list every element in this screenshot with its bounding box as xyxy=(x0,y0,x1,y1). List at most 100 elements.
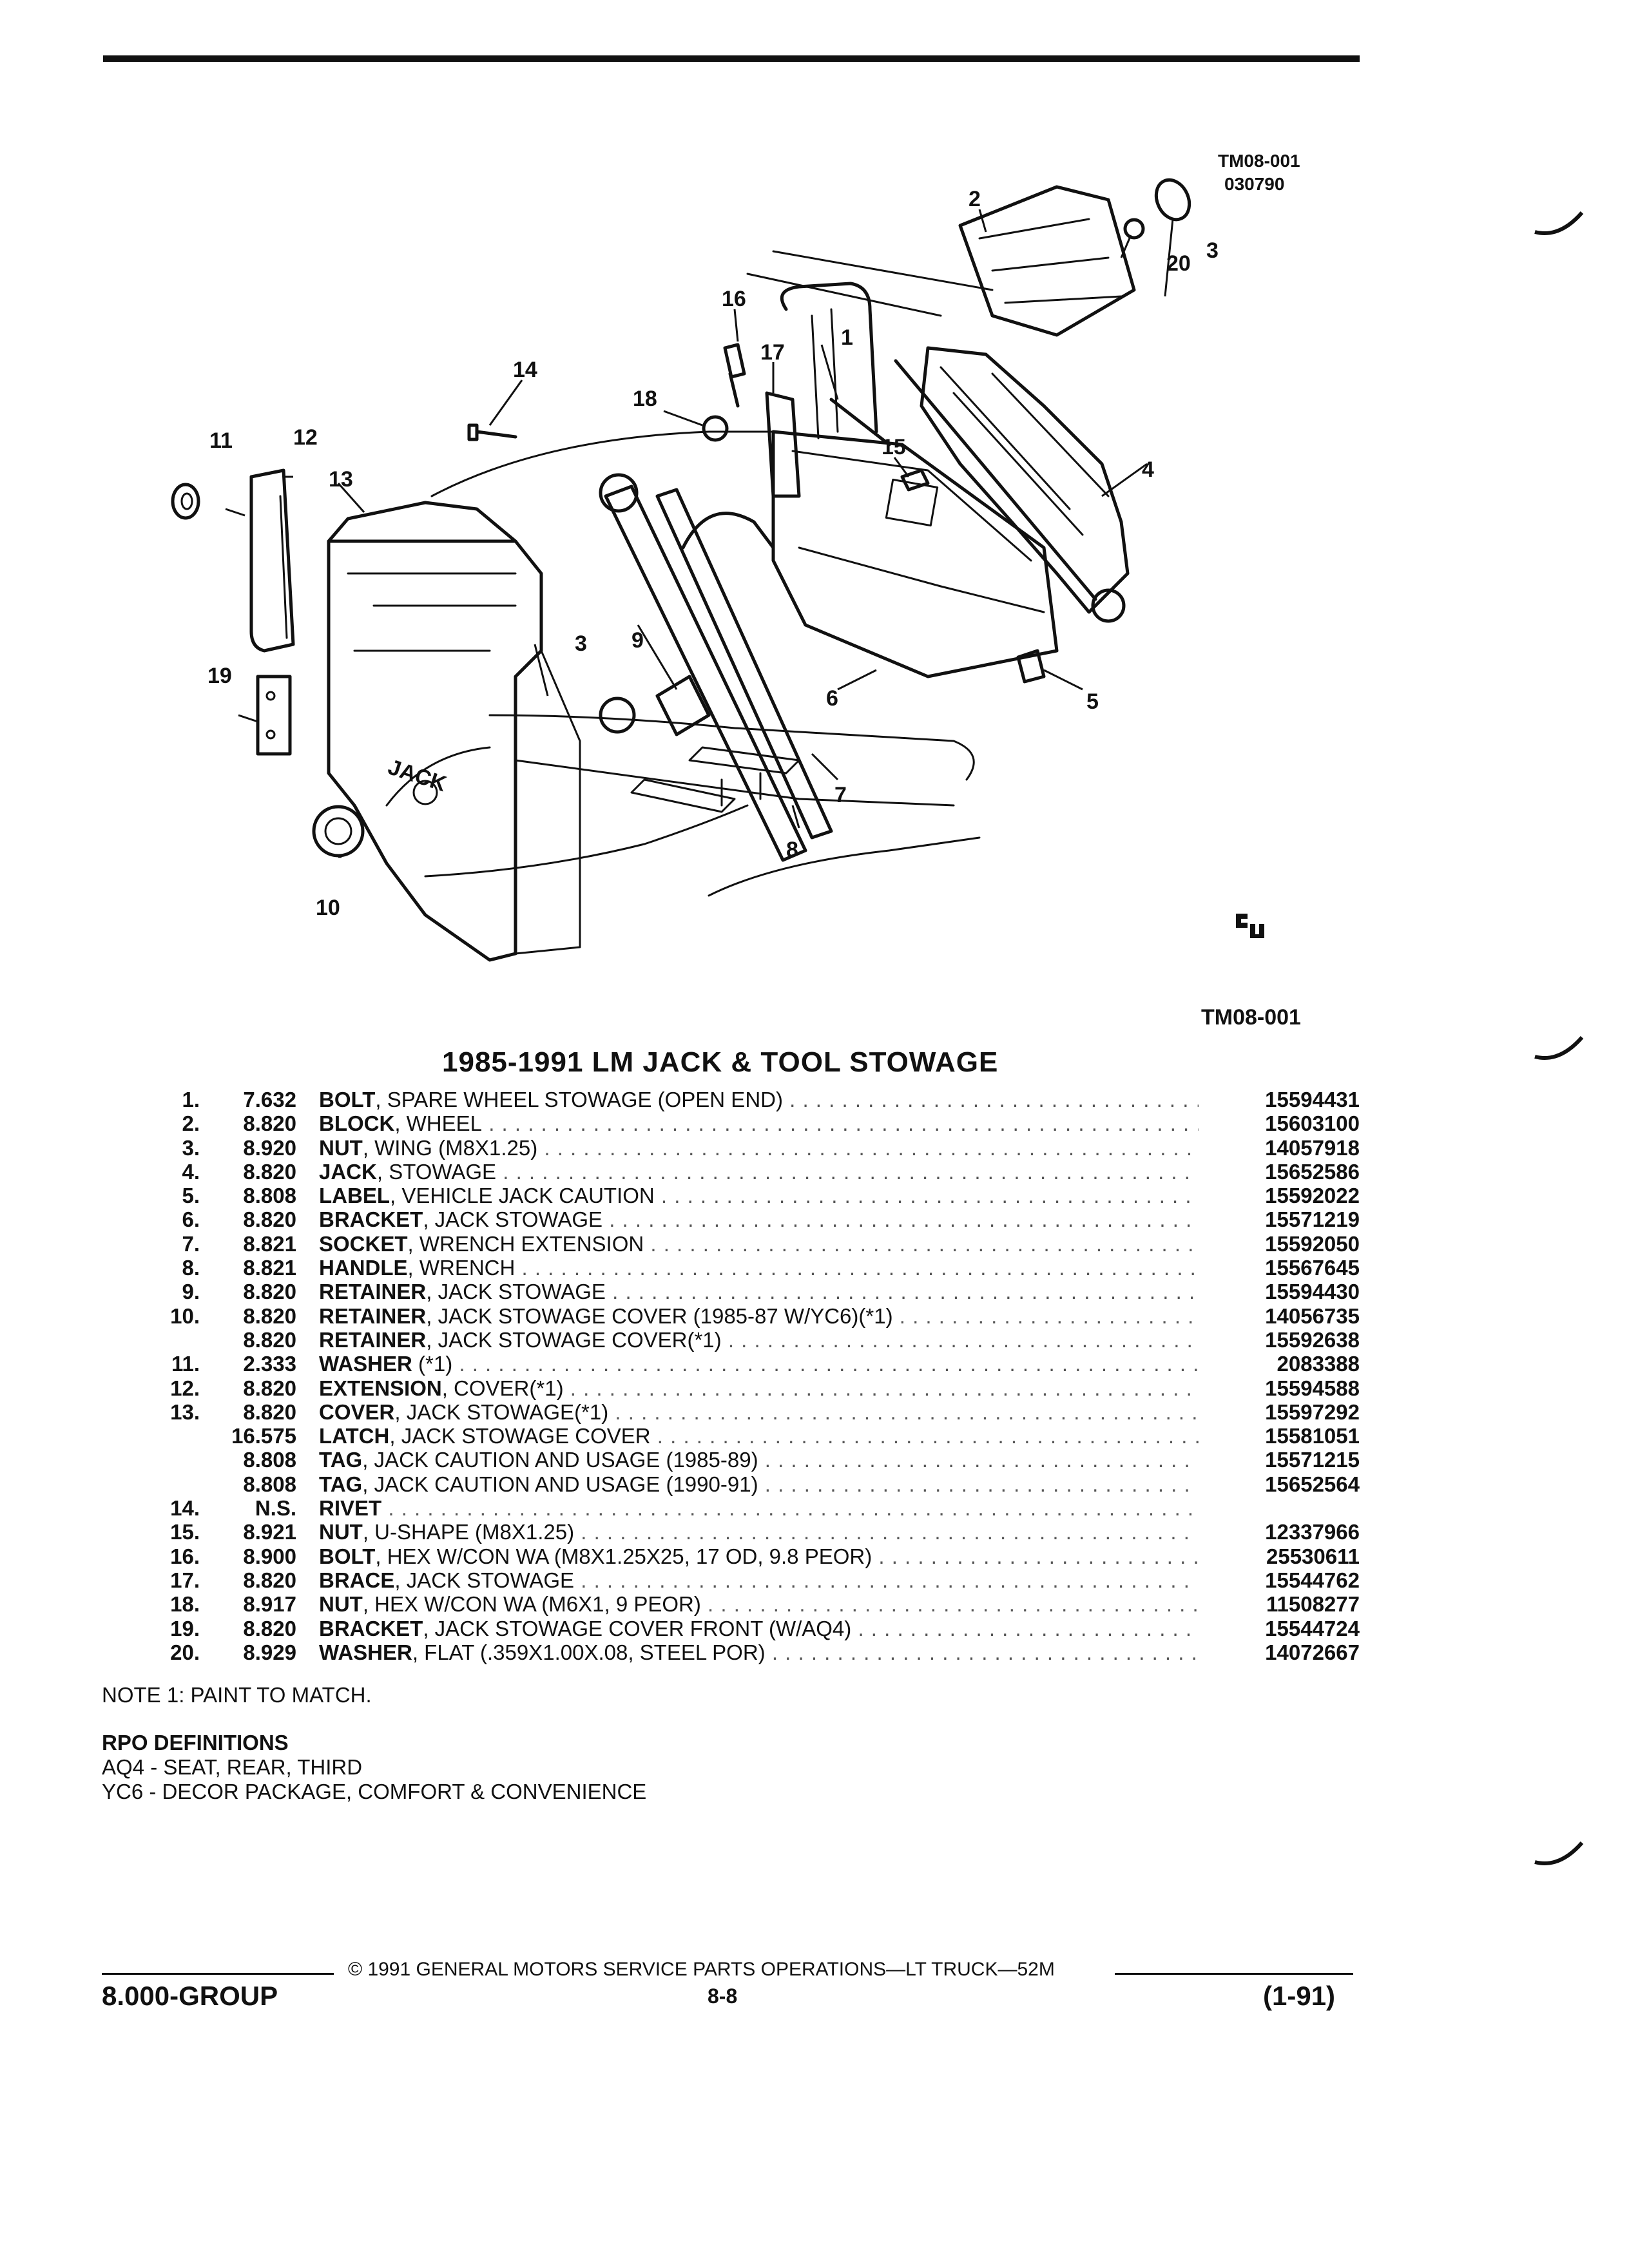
group-number: 7.632 xyxy=(243,1088,296,1111)
part-detail: , SPARE WHEEL STOWAGE (OPEN END) xyxy=(375,1088,783,1111)
parts-list: 1. 7.632 BOLT, SPARE WHEEL STOWAGE (OPEN E… xyxy=(97,1088,1360,1664)
part-number: 15581051 xyxy=(1265,1424,1360,1448)
part-description: RETAINER, JACK STOWAGE COVER(*1) xyxy=(319,1328,1199,1352)
callout-12: 12 xyxy=(293,425,318,450)
revision-date: (1-91) xyxy=(1263,1981,1336,2011)
part-number: 14057918 xyxy=(1265,1135,1360,1160)
margin-mark-icon xyxy=(1534,1841,1584,1865)
part-name: WASHER xyxy=(319,1352,412,1376)
tm-code-header: TM08-001 030790 xyxy=(1218,149,1300,196)
top-rule xyxy=(103,55,1360,62)
rivet-14 xyxy=(467,423,517,441)
exploded-parts-diagram: JACK xyxy=(171,178,1219,962)
item-number: 8. xyxy=(182,1256,200,1280)
item-number: 11. xyxy=(171,1352,200,1376)
part-number: 15592022 xyxy=(1265,1184,1360,1208)
item-number: 13. xyxy=(170,1399,200,1424)
washer-20 xyxy=(1123,218,1145,240)
rpo-item-yc6: YC6 - DECOR PACKAGE, COMFORT & CONVENIEN… xyxy=(102,1780,647,1803)
group-number: 8.820 xyxy=(243,1399,296,1424)
group-number: 8.821 xyxy=(243,1256,296,1280)
figure-code: TM08-001 xyxy=(1201,1005,1301,1030)
group-number: 8.820 xyxy=(243,1327,296,1352)
part-name: TAG xyxy=(319,1448,363,1472)
part-detail: , COVER(*1) xyxy=(441,1376,564,1400)
part-detail: , JACK STOWAGE COVER(*1) xyxy=(426,1327,722,1352)
part-number: 2083388 xyxy=(1277,1352,1360,1376)
part-description: BRACE, JACK STOWAGE xyxy=(319,1568,1199,1592)
part-description: LATCH, JACK STOWAGE COVER xyxy=(319,1424,1199,1448)
part-detail: , JACK STOWAGE COVER (1985-87 W/YC6)(*1) xyxy=(426,1303,893,1328)
page-number: 8-8 xyxy=(708,1984,738,2008)
part-number: 15594431 xyxy=(1265,1088,1360,1111)
callout-19: 19 xyxy=(207,664,232,688)
part-name: LABEL xyxy=(319,1184,390,1208)
item-number: 5. xyxy=(182,1184,200,1208)
part-description: BOLT, SPARE WHEEL STOWAGE (OPEN END) xyxy=(319,1088,1199,1111)
jack-bracket xyxy=(681,430,1059,678)
part-detail: , STOWAGE xyxy=(376,1159,497,1184)
paint-note: NOTE 1: PAINT TO MATCH. xyxy=(102,1683,372,1707)
wheel-block xyxy=(958,185,1136,337)
washer-11 xyxy=(171,483,200,520)
item-number: 6. xyxy=(182,1207,200,1232)
group-number: 8.820 xyxy=(243,1303,296,1328)
part-name: EXTENSION xyxy=(319,1376,442,1400)
jack-caution-label xyxy=(1016,649,1046,684)
part-description: BOLT, HEX W/CON WA (M8X1.25X25, 17 OD, 9… xyxy=(319,1544,1199,1568)
part-number: 15571219 xyxy=(1265,1207,1360,1232)
part-name: JACK xyxy=(319,1159,377,1184)
parts-row: 14.N.S.RIVET xyxy=(97,1496,1360,1520)
part-name: LATCH xyxy=(319,1424,390,1448)
part-description: COVER, JACK STOWAGE(*1) xyxy=(319,1400,1199,1424)
part-description: WASHER, FLAT (.359X1.00X.08, STEEL POR) xyxy=(319,1640,1199,1664)
part-detail: , WRENCH xyxy=(407,1256,516,1280)
wrench-handle xyxy=(599,473,807,862)
item-number: 1. xyxy=(182,1088,200,1111)
gm-logo-icon xyxy=(1236,914,1264,938)
group-number: 8.808 xyxy=(243,1448,296,1472)
part-description: SOCKET, WRENCH EXTENSION xyxy=(319,1232,1199,1256)
cover-front-bracket xyxy=(256,675,292,756)
group-number: N.S. xyxy=(255,1496,296,1521)
item-number: 2. xyxy=(182,1111,200,1136)
callout-6: 6 xyxy=(826,686,838,711)
footer-rule-left xyxy=(102,1973,334,1975)
part-description: LABEL, VEHICLE JACK CAUTION xyxy=(319,1184,1199,1207)
part-detail: , WING (M8X1.25) xyxy=(362,1135,538,1160)
group-number: 8.820 xyxy=(243,1616,296,1640)
group-number: 8.820 xyxy=(243,1376,296,1400)
part-name: BRACE xyxy=(319,1568,395,1592)
part-number: 15597292 xyxy=(1265,1399,1360,1424)
footer-rule-right xyxy=(1115,1973,1353,1975)
part-description: RETAINER, JACK STOWAGE COVER (1985-87 W/… xyxy=(319,1304,1199,1328)
part-description: HANDLE, WRENCH xyxy=(319,1256,1199,1280)
callout-4: 4 xyxy=(1142,457,1154,482)
part-detail: , HEX W/CON WA (M8X1.25X25, 17 OD, 9.8 P… xyxy=(375,1544,872,1568)
part-name: NUT xyxy=(319,1520,363,1544)
part-detail: , FLAT (.359X1.00X.08, STEEL POR) xyxy=(412,1640,766,1664)
group-number: 8.920 xyxy=(243,1135,296,1160)
part-description: TAG, JACK CAUTION AND USAGE (1985-89) xyxy=(319,1448,1199,1472)
part-description: BRACKET, JACK STOWAGE COVER FRONT (W/AQ4… xyxy=(319,1617,1199,1640)
part-name: TAG xyxy=(319,1472,363,1496)
wrench-extension-socket xyxy=(655,488,833,840)
part-name: BRACKET xyxy=(319,1616,423,1640)
part-number: 15594430 xyxy=(1265,1280,1360,1304)
part-detail: , WRENCH EXTENSION xyxy=(407,1231,644,1256)
part-detail: , JACK STOWAGE xyxy=(426,1280,606,1304)
part-detail: , JACK STOWAGE xyxy=(394,1568,575,1592)
item-number: 3. xyxy=(182,1135,200,1160)
callout-numbers: 1 2 3 3 4 5 6 7 8 9 10 11 12 13 14 15 16… xyxy=(207,187,1219,920)
